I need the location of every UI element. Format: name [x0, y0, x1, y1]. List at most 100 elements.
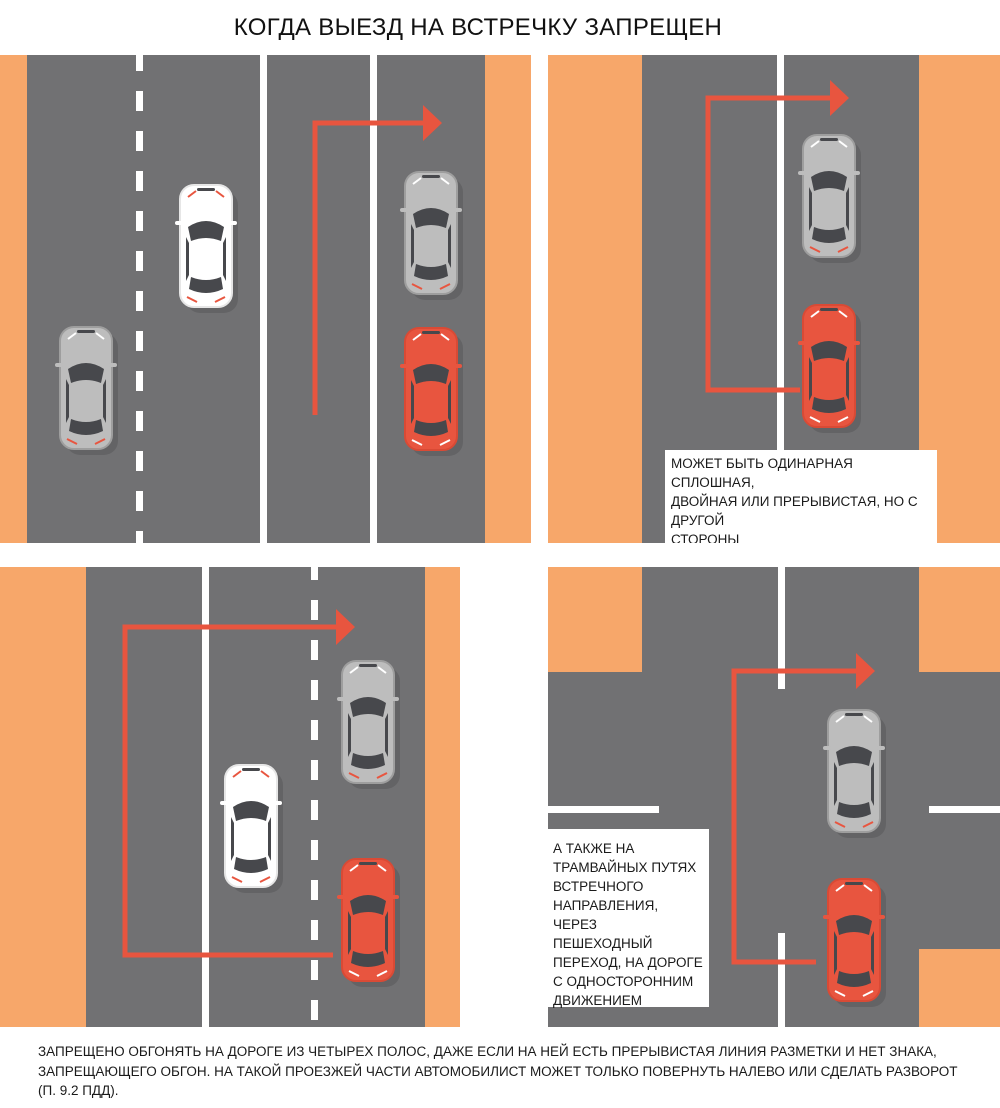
- rear-window: [812, 397, 846, 413]
- side-window: [385, 911, 388, 955]
- side-mirror: [337, 895, 345, 899]
- side-mirror: [852, 341, 860, 345]
- panel-intersection: А ТАКЖЕ НА ТРАМВАЙНЫХ ПУТЯХ ВСТРЕЧНОГО Н…: [548, 567, 1000, 1027]
- panel-dashed-other-side: [0, 567, 460, 1027]
- windshield: [811, 341, 847, 361]
- tail-light: [186, 296, 198, 303]
- roadside-right: [425, 567, 460, 1027]
- panel-solid-line: МОЖЕТ БЫТЬ ОДИНАРНАЯ СПЛОШНАЯ, ДВОЙНАЯ И…: [548, 55, 1000, 543]
- overtake-arrow-line: [731, 668, 858, 965]
- headlight: [835, 884, 845, 892]
- side-window: [411, 380, 414, 424]
- page-title: КОГДА ВЫЕЗД НА ВСТРЕЧКУ ЗАПРЕЩЕН: [233, 14, 723, 41]
- front-grille: [845, 882, 863, 885]
- front-grille: [422, 175, 440, 178]
- headlight: [835, 715, 845, 723]
- car-body: [59, 326, 113, 450]
- side-mirror: [877, 746, 885, 750]
- side-mirror: [175, 221, 183, 225]
- headlight: [440, 333, 450, 341]
- headlight: [810, 310, 820, 318]
- side-window: [834, 931, 837, 975]
- car-body: [404, 171, 458, 295]
- arrow-head-icon: [336, 609, 355, 645]
- car-body: [827, 878, 881, 1002]
- headlight: [232, 770, 242, 778]
- headlight: [863, 884, 873, 892]
- front-grille: [422, 331, 440, 334]
- side-mirror: [109, 363, 117, 367]
- windshield: [413, 208, 449, 228]
- corner-block: [919, 949, 1000, 1027]
- side-mirror: [391, 697, 399, 701]
- caption-line: НАПРАВЛЕНИЯ, ЧЕРЕЗ: [553, 898, 659, 932]
- windshield: [413, 364, 449, 384]
- tail-light: [809, 416, 821, 423]
- windshield: [350, 697, 386, 717]
- caption-line: ВСТРЕЧНОГО: [553, 879, 644, 894]
- side-window: [834, 762, 837, 806]
- tail-light: [376, 970, 388, 977]
- car-body: [341, 660, 395, 784]
- headlight: [95, 332, 105, 340]
- car-body: [802, 304, 856, 428]
- car-body: [404, 327, 458, 451]
- side-window: [223, 237, 226, 281]
- tail-light: [231, 876, 243, 883]
- tail-light: [66, 438, 78, 445]
- grey-car: [400, 171, 463, 300]
- side-window: [186, 237, 189, 281]
- rear-window: [414, 420, 448, 436]
- corner-block: [548, 567, 642, 672]
- windshield: [836, 746, 872, 766]
- side-mirror: [852, 171, 860, 175]
- white-car: [220, 764, 283, 893]
- red-car: [337, 858, 400, 987]
- tail-light: [259, 876, 271, 883]
- solid-lane-line: [370, 55, 377, 543]
- side-window: [348, 911, 351, 955]
- tail-light: [376, 772, 388, 779]
- headlight: [215, 190, 225, 198]
- front-grille: [359, 862, 377, 865]
- red-car: [798, 304, 861, 433]
- front-grille: [77, 330, 95, 333]
- side-window: [348, 713, 351, 757]
- car-body: [827, 709, 881, 833]
- caption-line: СТОРОНЫ: [671, 532, 740, 543]
- headlight: [67, 332, 77, 340]
- front-grille: [820, 138, 838, 141]
- caption-line: ДВОЙНАЯ ИЛИ ПРЕРЫВИСТАЯ, НО С ДРУГОЙ: [671, 494, 918, 528]
- headlight: [440, 177, 450, 185]
- side-mirror: [274, 801, 282, 805]
- arrow-head-icon: [856, 653, 875, 689]
- corner-block: [919, 567, 1000, 672]
- side-mirror: [877, 915, 885, 919]
- side-mirror: [798, 341, 806, 345]
- headlight: [412, 177, 422, 185]
- road-scene: [0, 567, 460, 1027]
- tail-light: [411, 439, 423, 446]
- arrow-head-icon: [423, 105, 442, 141]
- grey-car: [823, 709, 886, 838]
- side-window: [103, 379, 106, 423]
- tail-light: [834, 821, 846, 828]
- side-window: [66, 379, 69, 423]
- dashed-lane-line: [136, 55, 143, 543]
- side-window: [871, 931, 874, 975]
- tail-light: [94, 438, 106, 445]
- road-scene: [0, 55, 531, 543]
- side-window: [846, 357, 849, 401]
- side-window: [448, 224, 451, 268]
- rear-window: [351, 951, 385, 967]
- grey-car: [798, 134, 861, 263]
- rear-window: [837, 802, 871, 818]
- tail-light: [348, 772, 360, 779]
- side-window: [809, 187, 812, 231]
- red-car: [823, 878, 886, 1007]
- solid-lane-line: [260, 55, 267, 543]
- rear-window: [812, 227, 846, 243]
- side-mirror: [798, 171, 806, 175]
- headlight: [863, 715, 873, 723]
- tail-light: [439, 439, 451, 446]
